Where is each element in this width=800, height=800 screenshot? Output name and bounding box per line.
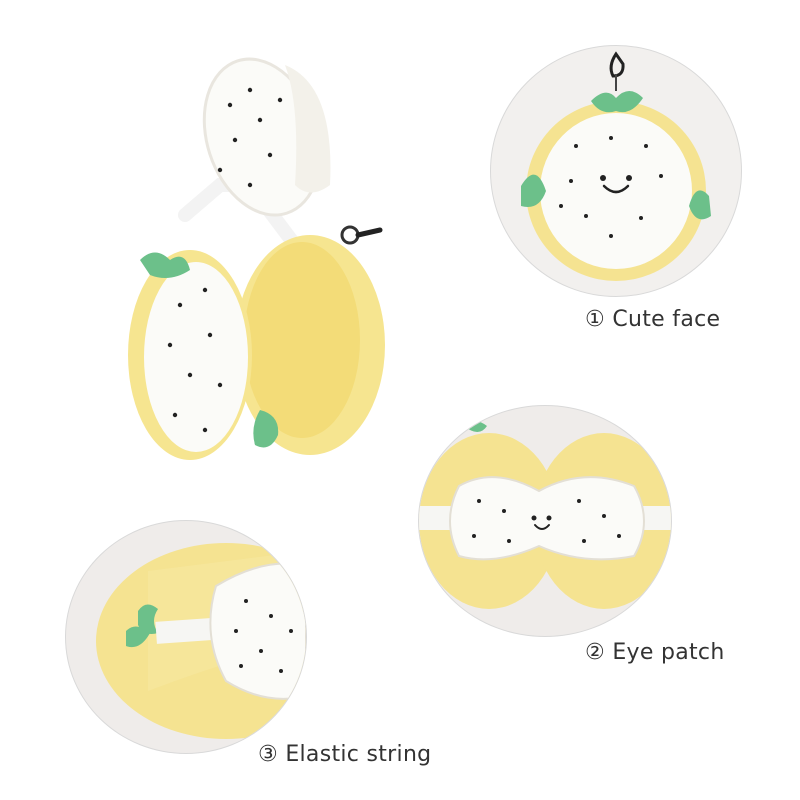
main-product-image [110, 35, 410, 475]
caption-cute-face: ① Cute face [585, 307, 721, 332]
elastic-string-image [65, 520, 307, 754]
cute-face-image [490, 45, 742, 297]
eye-patch-image [418, 405, 672, 637]
caption-eye-patch: ② Eye patch [585, 640, 725, 665]
caption-elastic-string: ③ Elastic string [258, 742, 432, 767]
